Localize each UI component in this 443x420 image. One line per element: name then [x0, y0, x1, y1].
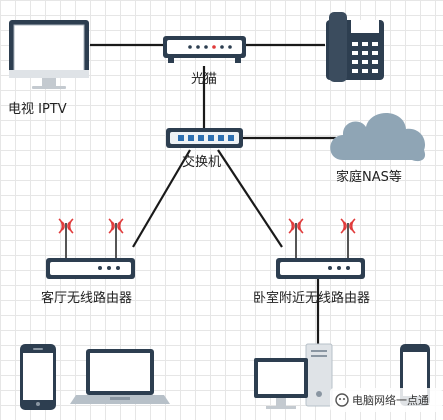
cloud-icon	[330, 112, 426, 162]
router-bedroom-label: 卧室附近无线路由器	[253, 290, 370, 306]
smartphone-icon	[20, 344, 56, 410]
router-living-icon	[46, 218, 135, 279]
line-switch-router-living	[132, 149, 191, 248]
switch-icon	[166, 128, 243, 148]
phone-icon	[326, 12, 384, 82]
modem-icon	[163, 36, 246, 63]
desktop-pc-icon	[254, 343, 333, 409]
router-living-label: 客厅无线路由器	[41, 290, 132, 306]
watermark-text: 电脑网络一点通	[352, 393, 429, 407]
tv-label: 电视 IPTV	[8, 102, 67, 117]
router-bedroom-icon	[276, 218, 365, 279]
switch-label: 交换机	[182, 154, 221, 170]
nas-label: 家庭NAS等	[336, 169, 402, 185]
modem-label: 光猫	[191, 72, 217, 87]
tv-monitor-icon	[9, 20, 89, 89]
line-switch-router-bedroom	[217, 149, 283, 248]
watermark: 电脑网络一点通	[330, 388, 442, 412]
laptop-icon	[70, 349, 170, 404]
connection-lines	[90, 43, 336, 344]
